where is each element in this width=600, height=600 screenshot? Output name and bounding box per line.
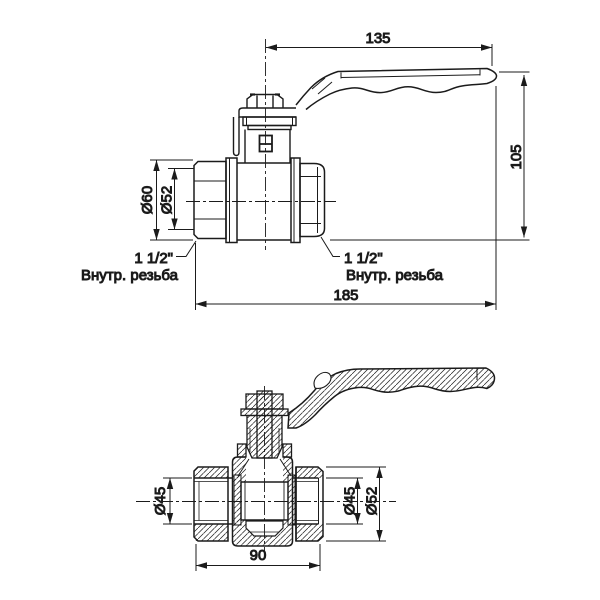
section-handle — [287, 367, 496, 429]
dim-overall-height: 105 — [508, 144, 525, 169]
dim-outer-dia-right: Ø52 — [364, 487, 381, 515]
handle-bend-line — [317, 81, 333, 95]
top-view-centerlines — [186, 39, 336, 250]
section-handle-outline — [287, 367, 496, 429]
top-view-handle — [295, 67, 498, 111]
handle-bracket — [238, 107, 296, 118]
right-end-cap — [299, 162, 326, 238]
section-body — [231, 450, 296, 547]
right-port-note: Внутр. резьба — [346, 267, 444, 284]
stem-shaft — [256, 390, 273, 459]
left-port-size: 1 1/2" — [134, 250, 173, 267]
section-centerlines — [136, 386, 396, 559]
section-stem — [236, 390, 293, 459]
dim-outer-hex: Ø60 — [139, 186, 156, 214]
top-view-dimensions — [150, 44, 530, 310]
dim-thread-dia: Ø52 — [159, 186, 176, 214]
section-dimensions — [163, 466, 386, 571]
section-view: Ø45 Ø45 Ø52 90 — [136, 367, 496, 571]
handle-bend-line — [311, 77, 326, 90]
top-view-valve-body — [193, 157, 326, 244]
handle-outline — [295, 67, 498, 111]
section-right-end — [292, 466, 324, 542]
top-view: 135 105 Ø60 Ø52 185 1 1/2" Внутр. резьба… — [81, 30, 530, 310]
dim-bore-right: Ø45 — [342, 487, 359, 515]
right-collar — [290, 157, 301, 244]
right-port-size: 1 1/2" — [344, 250, 383, 267]
left-port-leader — [176, 240, 197, 257]
stem-nut — [246, 93, 284, 108]
dim-bore-left: Ø45 — [152, 487, 169, 515]
bracket-tab — [232, 117, 240, 157]
right-port-leader — [320, 236, 340, 257]
left-collar — [225, 157, 238, 244]
top-view-stem — [232, 93, 297, 163]
dim-overall-length: 185 — [333, 287, 358, 304]
handle-fold-line — [340, 74, 481, 78]
left-port-note: Внутр. резьба — [81, 267, 179, 284]
dim-handle-length: 135 — [365, 30, 390, 47]
center-body — [237, 162, 291, 241]
left-end-cap — [193, 160, 227, 240]
section-left-end — [193, 466, 233, 542]
dim-body-length: 90 — [250, 547, 267, 564]
handle-bend-lens — [313, 371, 332, 389]
